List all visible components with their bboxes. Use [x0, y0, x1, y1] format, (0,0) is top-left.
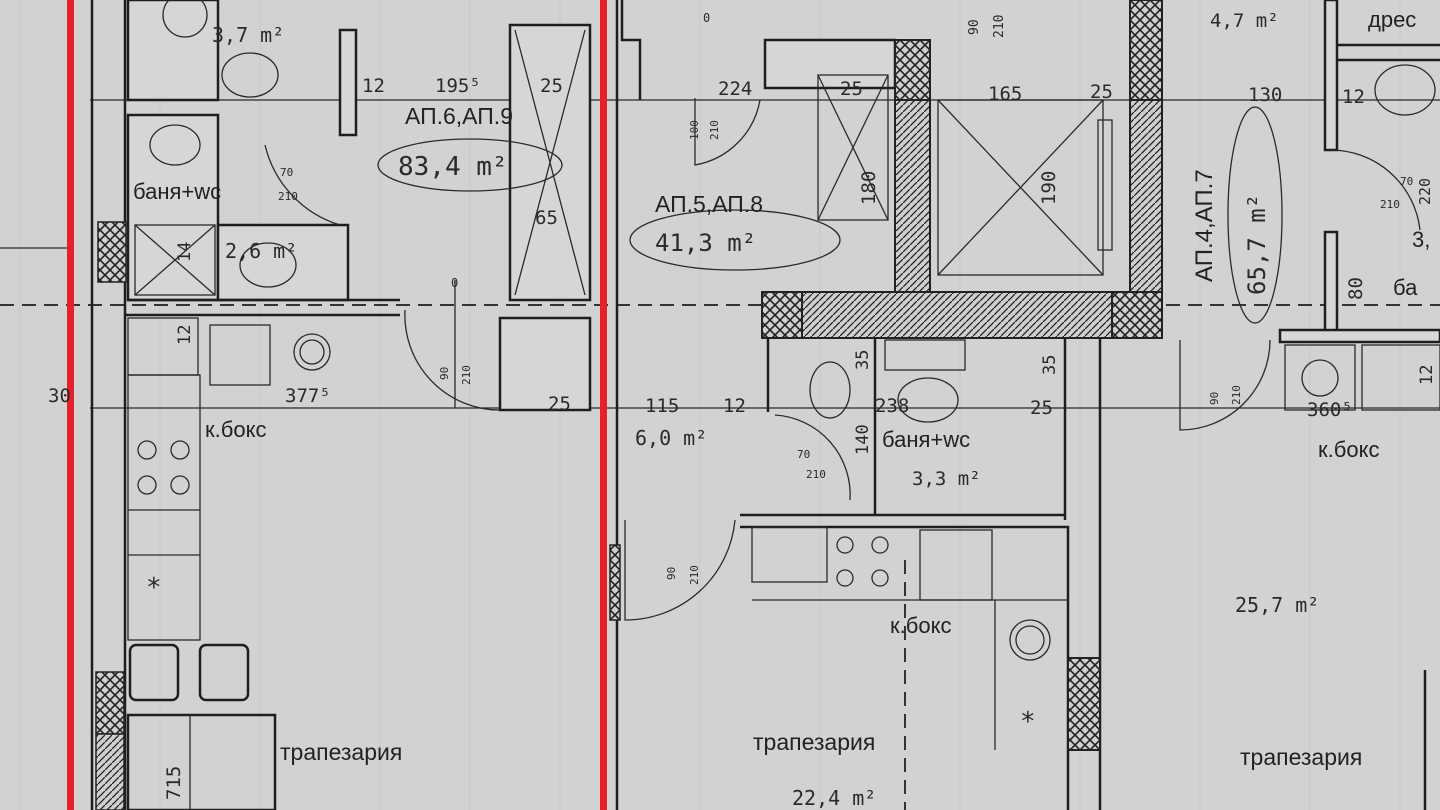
fridge-icon: * — [146, 573, 162, 603]
svg-text:2,6 m²: 2,6 m² — [225, 239, 297, 263]
svg-text:210: 210 — [278, 190, 298, 203]
svg-text:100: 100 — [688, 120, 701, 140]
dimension-lines — [0, 99, 1440, 409]
svg-text:210: 210 — [1230, 385, 1243, 405]
svg-text:35: 35 — [1040, 355, 1060, 375]
svg-text:377⁵: 377⁵ — [285, 385, 331, 407]
svg-text:210: 210 — [1380, 198, 1400, 211]
svg-text:90: 90 — [967, 19, 982, 35]
boundary-marker-left — [67, 0, 74, 810]
svg-text:12: 12 — [723, 395, 746, 417]
svg-text:0: 0 — [451, 276, 458, 290]
svg-text:25,7 m²: 25,7 m² — [1235, 593, 1319, 617]
svg-text:к.бокс: к.бокс — [1318, 437, 1379, 462]
left-fixtures: * — [126, 0, 501, 810]
svg-text:12: 12 — [175, 325, 195, 345]
fridge-icon: * — [1020, 707, 1036, 737]
svg-text:3,7 m²: 3,7 m² — [212, 23, 284, 47]
svg-text:70: 70 — [1400, 175, 1413, 188]
apartment-area: 65,7 m² — [1243, 194, 1271, 295]
svg-text:80: 80 — [1345, 277, 1367, 300]
svg-text:к.бокс: к.бокс — [205, 417, 266, 442]
left-apartment-walls — [90, 0, 592, 810]
svg-text:210: 210 — [688, 565, 701, 585]
svg-text:14: 14 — [175, 242, 195, 262]
svg-text:22,4 m²: 22,4 m² — [792, 786, 876, 810]
apartment-area-badge — [629, 209, 841, 271]
svg-text:90: 90 — [665, 567, 678, 580]
svg-text:0: 0 — [703, 11, 710, 25]
svg-text:210: 210 — [708, 120, 721, 140]
svg-text:220: 220 — [1416, 178, 1434, 205]
svg-text:190: 190 — [1038, 171, 1060, 205]
room-labels: 3,7 m² баня+wc 2,6 m² к.бокс трапезария … — [133, 7, 1430, 810]
right-apartment-walls — [1179, 0, 1440, 810]
svg-text:25: 25 — [1090, 81, 1113, 103]
svg-text:70: 70 — [280, 166, 293, 179]
svg-text:180: 180 — [858, 171, 880, 205]
svg-text:баня+wc: баня+wc — [882, 427, 970, 452]
svg-text:25: 25 — [548, 393, 571, 415]
svg-text:238: 238 — [875, 395, 909, 417]
middle-apartment-walls: * — [609, 0, 1163, 810]
svg-text:70: 70 — [797, 448, 810, 461]
svg-text:ба: ба — [1393, 275, 1418, 300]
apartment-area-badge — [1227, 106, 1283, 324]
svg-text:6,0 m²: 6,0 m² — [635, 426, 707, 450]
svg-text:12: 12 — [362, 75, 385, 97]
svg-text:25: 25 — [840, 78, 863, 100]
svg-text:25: 25 — [540, 75, 563, 97]
svg-text:трапезария: трапезария — [753, 729, 875, 755]
svg-text:4,7 m²: 4,7 m² — [1210, 10, 1279, 32]
svg-text:715: 715 — [163, 766, 185, 800]
svg-text:35: 35 — [853, 350, 873, 370]
svg-text:210: 210 — [460, 365, 473, 385]
svg-text:баня+wc: баня+wc — [133, 179, 221, 204]
apartment-label: АП.4,АП.7 — [1191, 169, 1218, 282]
svg-text:90: 90 — [438, 367, 451, 380]
svg-text:165: 165 — [988, 83, 1022, 105]
svg-text:65: 65 — [535, 207, 558, 229]
svg-text:210: 210 — [992, 15, 1007, 38]
svg-text:25: 25 — [1030, 397, 1053, 419]
svg-text:12: 12 — [1417, 365, 1437, 385]
boundary-marker-right — [600, 0, 607, 810]
apartment-label: АП.6,АП.9 — [405, 103, 513, 129]
svg-text:130: 130 — [1248, 84, 1282, 106]
svg-text:трапезария: трапезария — [280, 739, 402, 765]
svg-text:30: 30 — [48, 385, 71, 407]
dimension-labels: 12 195⁵ 25 70 210 14 65 377⁵ 25 30 715 1… — [48, 11, 1437, 800]
svg-text:дрес: дрес — [1368, 7, 1416, 32]
apartment-area: 83,4 m² — [398, 152, 508, 182]
svg-text:224: 224 — [718, 78, 752, 100]
apartment-label: АП.5,АП.8 — [655, 191, 763, 217]
svg-text:12: 12 — [1342, 86, 1365, 108]
svg-text:210: 210 — [806, 468, 826, 481]
svg-text:140: 140 — [853, 424, 873, 455]
svg-text:90: 90 — [1208, 392, 1221, 405]
svg-text:3,3 m²: 3,3 m² — [912, 468, 981, 490]
apartment-area: 41,3 m² — [655, 229, 756, 257]
svg-text:115: 115 — [645, 395, 679, 417]
apartment-area-badge — [377, 138, 563, 192]
svg-text:3,: 3, — [1412, 227, 1430, 252]
svg-text:360⁵: 360⁵ — [1307, 399, 1353, 421]
svg-text:к.бокс: к.бокс — [890, 613, 951, 638]
svg-text:трапезария: трапезария — [1240, 744, 1362, 770]
svg-text:195⁵: 195⁵ — [435, 75, 481, 97]
